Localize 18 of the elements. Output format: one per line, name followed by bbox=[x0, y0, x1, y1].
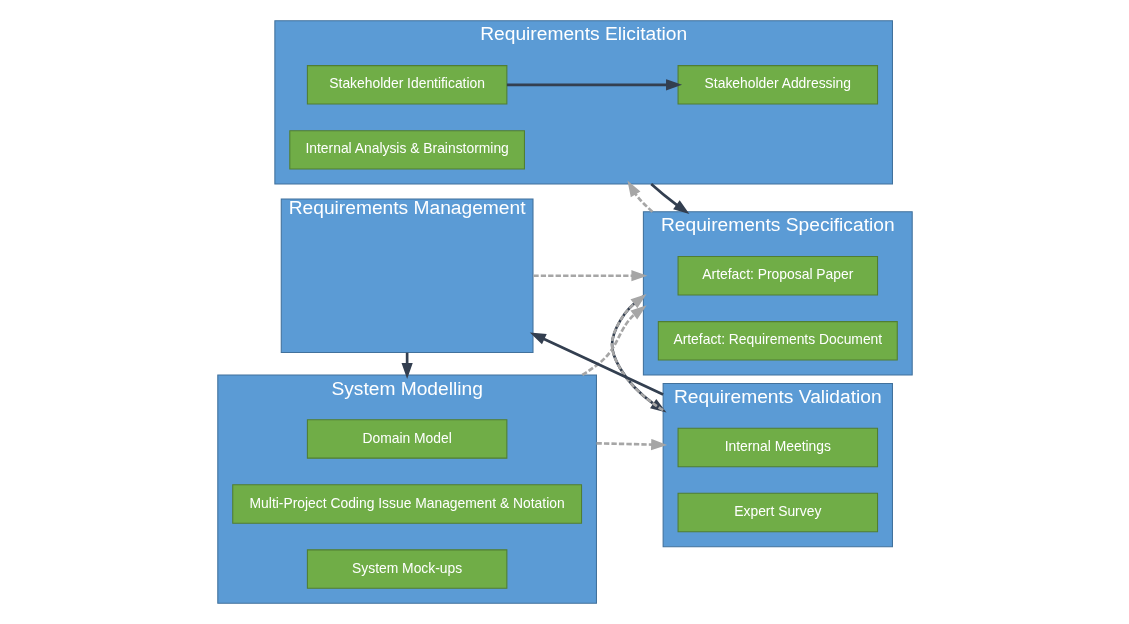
node-box: Internal Meetings bbox=[677, 427, 878, 468]
node-box: Domain Model bbox=[306, 419, 507, 459]
arrow bbox=[649, 183, 689, 215]
node-box: Stakeholder Addressing bbox=[677, 65, 878, 105]
node-box: Expert Survey bbox=[677, 492, 878, 533]
arrow bbox=[581, 305, 647, 377]
node-box: Artefact: Proposal Paper bbox=[677, 256, 878, 296]
node-box: Requirements Management bbox=[280, 198, 534, 354]
node-box: System Mock-ups bbox=[306, 549, 507, 589]
arrow bbox=[626, 180, 653, 213]
arrow bbox=[529, 332, 664, 396]
node-box: Multi-Project Coding Issue Management & Notation bbox=[231, 484, 582, 524]
arrow bbox=[533, 270, 647, 282]
node-box: Artefact: Requirements Document bbox=[657, 321, 898, 361]
node-box: Stakeholder Identification bbox=[306, 65, 507, 105]
arrow bbox=[506, 79, 682, 91]
node-box: Internal Analysis & Brainstorming bbox=[288, 130, 525, 170]
arrow bbox=[595, 438, 667, 451]
